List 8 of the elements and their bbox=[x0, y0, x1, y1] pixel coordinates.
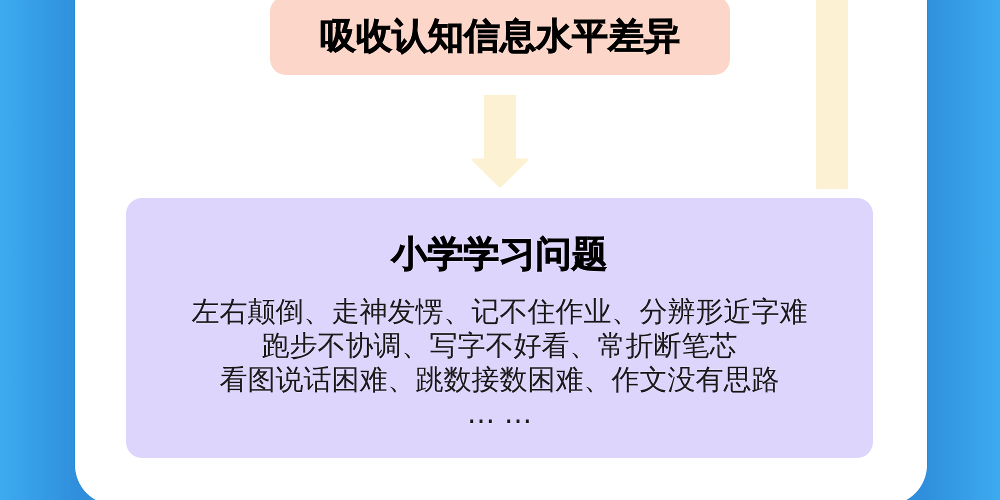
box-text: 左右颠倒、走神发愣、记不住作业、分辨形近字难 bbox=[192, 295, 808, 329]
box-text: 跑步不协调、写字不好看、常折断笔芯 bbox=[262, 329, 738, 363]
heading-box bbox=[270, 0, 730, 75]
box-title: 吸收认知信息水平差异 bbox=[320, 15, 680, 59]
box-text: … … bbox=[467, 397, 532, 431]
box-title: 小学学习问题 bbox=[392, 233, 608, 277]
box-text: 看图说话困难、跳数接数困难、作文没有思路 bbox=[220, 363, 780, 397]
info-box bbox=[126, 198, 873, 458]
